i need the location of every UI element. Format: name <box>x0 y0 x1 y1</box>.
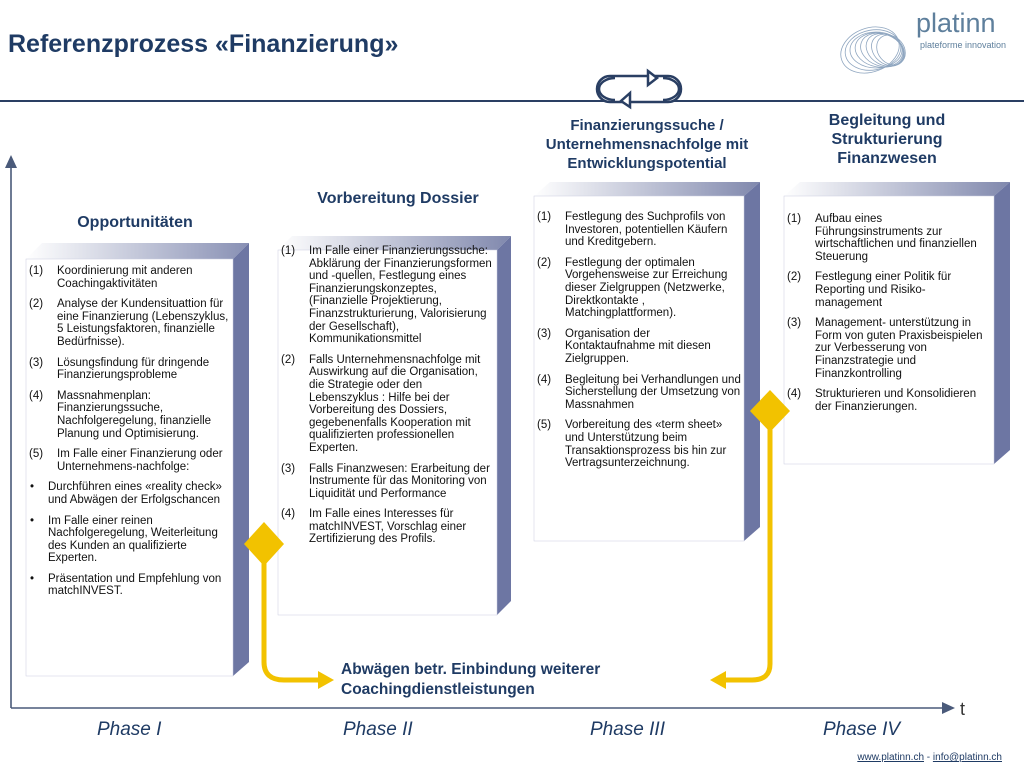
email-link[interactable]: info@platinn.ch <box>932 752 1002 763</box>
heading-finanzierungssuche: Finanzierungssuche / Unternehmensnachfol… <box>545 117 749 172</box>
list-item: (4)Strukturieren und Konsolidieren der F… <box>787 388 977 413</box>
list-item: (1)Aufbau eines Führungsinstruments zur … <box>787 213 977 263</box>
heading-opportunitaeten: Opportunitäten <box>77 214 193 231</box>
box-opportunitaeten: (1)Koordinierung mit anderen Coachingakt… <box>26 265 231 606</box>
phase-label-2: Phase II <box>343 719 413 740</box>
bullet-item: •Im Falle einer reinen Nachfolgeregelung… <box>30 514 218 565</box>
list-item: (5)Vorbereitung des «term sheet» und Unt… <box>537 419 727 470</box>
list-item: (1)Koordinierung mit anderen Coachingakt… <box>29 265 193 290</box>
list-item: (1)Im Falle einer Finanzierungssuche: Ab… <box>281 245 492 346</box>
list-item: (2)Falls Unternehmensnachfolge mit Auswi… <box>281 353 481 454</box>
phase-label-4: Phase IV <box>823 719 901 740</box>
list-item: (2)Festlegung einer Politik für Reportin… <box>787 271 952 309</box>
footer-separator: - <box>924 752 933 763</box>
brand-name: platinn <box>916 8 996 38</box>
box-begleitung: (1)Aufbau eines Führungsinstruments zur … <box>784 213 992 421</box>
list-item: (2)Festlegung der optimalen Vorgehenswei… <box>537 256 728 320</box>
heading-vorbereitung-dossier: Vorbereitung Dossier <box>317 190 479 207</box>
bullet-item: •Präsentation und Empfehlung von matchIN… <box>30 572 222 598</box>
phase-label-1: Phase I <box>97 719 162 740</box>
time-axis-label: t <box>960 699 966 719</box>
connector-left-arrowhead <box>318 671 334 689</box>
list-item: (2)Analyse der Kundensituattion für eine… <box>29 298 229 348</box>
heading-begleitung: Begleitung und Strukturierung Finanzwese… <box>828 112 946 167</box>
list-item: (3)Lösungsfindung für dringende Finanzie… <box>29 356 210 382</box>
website-link[interactable]: www.platinn.ch <box>857 752 925 763</box>
connector-left <box>261 552 325 683</box>
list-item: (3)Falls Finanzwesen: Erarbeitung der In… <box>281 462 490 500</box>
phase-label-3: Phase III <box>590 719 665 740</box>
list-item: (4)Massnahmenplan: Finanzierungssuche, N… <box>29 389 212 440</box>
list-item: (3)Organisation der Kontaktaufnahme mit … <box>537 327 711 365</box>
bullet-item: •Durchführen eines «reality check» und A… <box>30 481 222 506</box>
list-item: (4)Im Falle eines Interesses für matchIN… <box>281 508 467 546</box>
connector-right-arrowhead <box>710 671 726 689</box>
footer: www.platinn.ch - info@platinn.ch <box>857 752 1002 763</box>
coaching-note: Abwägen betr. Einbindung weiterer Coachi… <box>341 661 601 698</box>
list-item: (5)Im Falle einer Finanzierung oder Unte… <box>29 448 223 473</box>
list-item: (1)Festlegung des Suchprofils von Invest… <box>537 211 728 249</box>
header-divider <box>0 100 1024 102</box>
list-item: (3)Management- unterstützung in Form von… <box>787 317 983 380</box>
page-title: Referenzprozess «Finanzierung» <box>8 30 399 58</box>
brand-tagline: plateforme innovation <box>920 40 1007 50</box>
box-vorbereitung-dossier: (1)Im Falle einer Finanzierungssuche: Ab… <box>278 245 494 554</box>
list-item: (4)Begleitung bei Verhandlungen und Sich… <box>537 373 741 411</box>
platinn-logo-icon <box>840 26 906 74</box>
box-finanzierungssuche: (1)Festlegung des Suchprofils von Invest… <box>534 211 742 478</box>
